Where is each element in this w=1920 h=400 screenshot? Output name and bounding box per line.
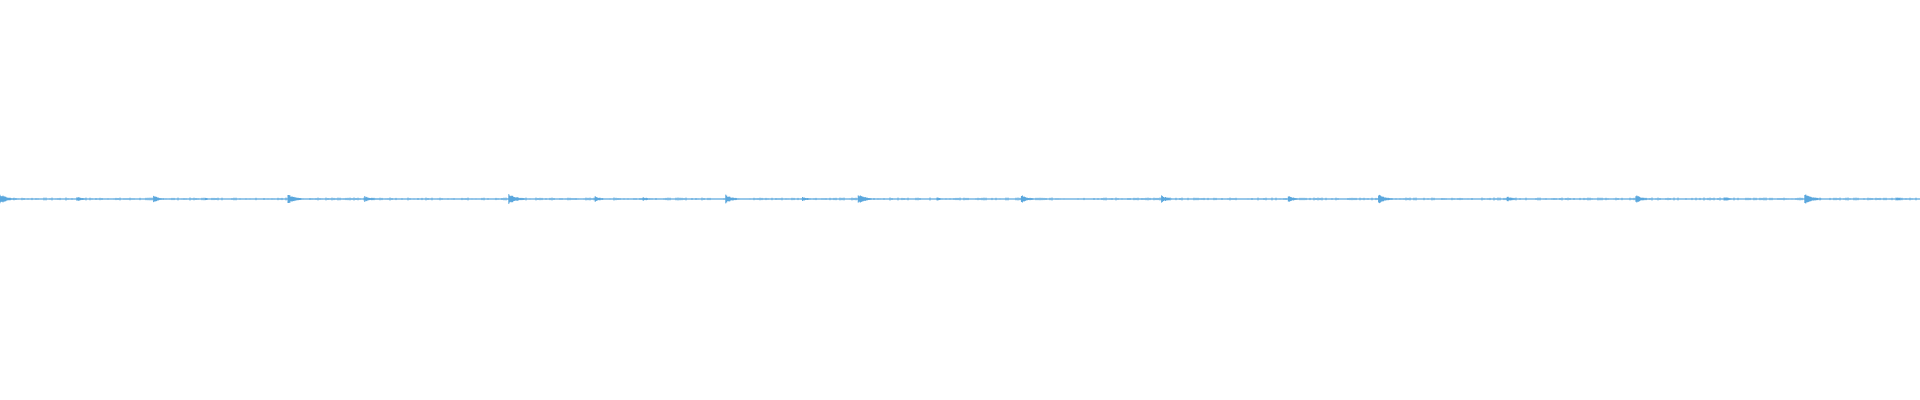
waveform-transient bbox=[153, 195, 174, 203]
waveform-transient bbox=[802, 197, 821, 201]
waveform-transient bbox=[936, 197, 954, 201]
waveform-transient bbox=[1161, 195, 1182, 203]
waveform-transient bbox=[1635, 195, 1657, 203]
waveform-transient bbox=[287, 194, 311, 204]
waveform-transient bbox=[642, 197, 661, 201]
waveform-transient bbox=[1020, 195, 1042, 203]
waveform-transient bbox=[1804, 194, 1829, 204]
waveform-transient bbox=[508, 194, 533, 204]
waveform-transient bbox=[1378, 194, 1401, 204]
waveform-transient bbox=[364, 196, 385, 202]
waveform-transient bbox=[725, 194, 748, 204]
waveform-transient bbox=[594, 196, 614, 202]
waveform-transient bbox=[1723, 197, 1742, 201]
waveform-transient bbox=[204, 197, 221, 201]
waveform-transient bbox=[1287, 196, 1308, 202]
waveform-transient bbox=[0, 194, 23, 204]
waveform-transient bbox=[1506, 196, 1526, 202]
waveform-transient bbox=[76, 197, 96, 201]
waveform-transient bbox=[1896, 197, 1914, 201]
waveform-transient bbox=[857, 195, 881, 203]
